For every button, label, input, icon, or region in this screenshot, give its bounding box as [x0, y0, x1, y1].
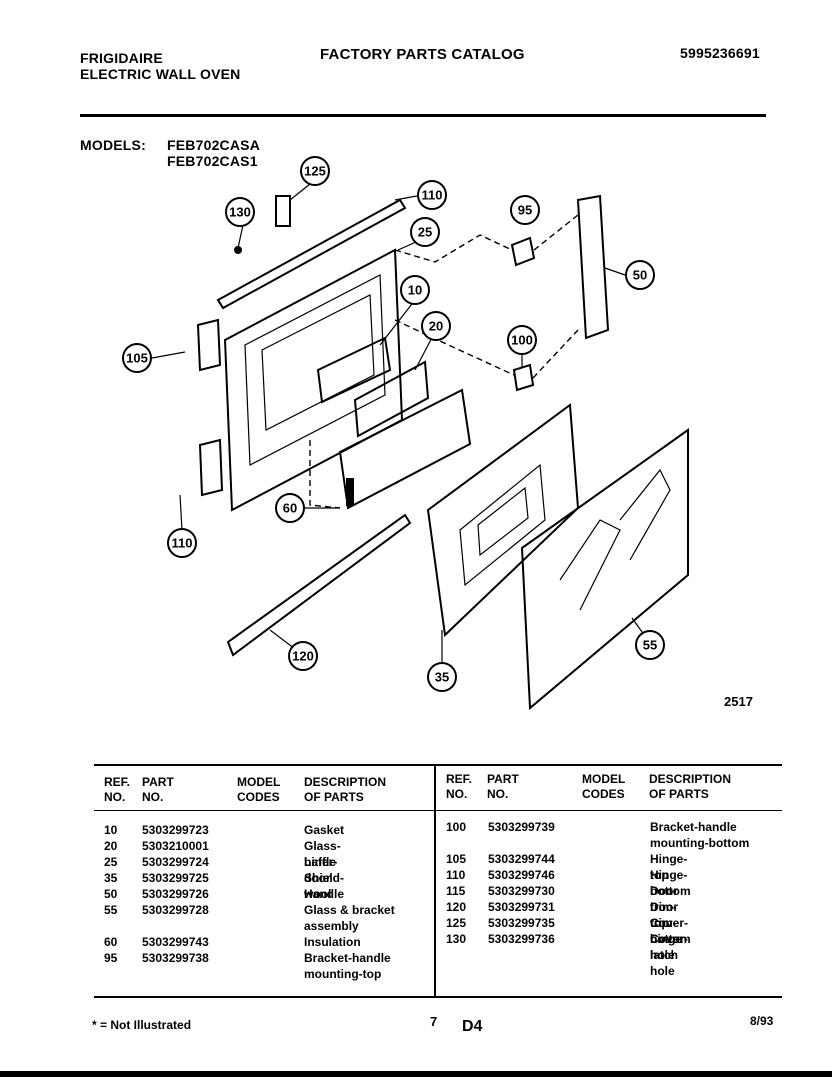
- glass-baffle-part: [353, 360, 430, 438]
- svg-text:60: 60: [283, 501, 297, 516]
- exploded-door-diagram: 125 110 130 95 25 10 50 105 100 20 60 11…: [122, 156, 689, 711]
- model-code-1: FEB702CASA: [167, 137, 261, 153]
- svg-text:35: 35: [435, 670, 449, 685]
- callout-100: 100: [507, 325, 537, 355]
- header-desc-left: DESCRIPTION OF PARTS: [304, 775, 387, 804]
- svg-text:95: 95: [518, 203, 532, 218]
- header-model-left: MODEL CODES: [237, 775, 281, 804]
- callout-60: 60: [275, 493, 305, 523]
- callout-130: 130: [225, 197, 255, 227]
- catalog-number: 5995236691: [680, 45, 760, 61]
- svg-text:100: 100: [511, 333, 533, 348]
- header-model-right: MODEL CODES: [582, 772, 626, 801]
- svg-text:25: 25: [418, 225, 432, 240]
- table-header-rule: [94, 810, 782, 811]
- svg-text:110: 110: [172, 536, 193, 551]
- svg-text:130: 130: [229, 205, 251, 220]
- header-rule: [80, 114, 766, 117]
- header-desc-right: DESCRIPTION OF PARTS: [649, 772, 732, 801]
- table-top-rule: [94, 764, 782, 766]
- brand-name: FRIGIDAIRE: [80, 50, 163, 66]
- section-code: D4: [462, 1018, 483, 1035]
- svg-text:110: 110: [422, 188, 443, 203]
- table-bottom-rule: [94, 996, 782, 998]
- hinge-bottom-part: [198, 438, 224, 497]
- catalog-title: FACTORY PARTS CATALOG: [320, 46, 525, 63]
- gasket-part: [316, 336, 392, 404]
- svg-text:120: 120: [292, 649, 314, 664]
- liner-door-part: [223, 248, 404, 512]
- callout-50-handle: 50: [625, 260, 655, 290]
- callout-10: 10: [400, 275, 430, 305]
- callout-125: 125: [300, 156, 330, 186]
- door-trim-top-part: [216, 198, 407, 310]
- svg-text:10: 10: [408, 283, 422, 298]
- product-name: ELECTRIC WALL OVEN: [80, 66, 241, 82]
- svg-text:50: 50: [633, 268, 647, 283]
- callout-95: 95: [510, 195, 540, 225]
- callout-35: 35: [427, 662, 457, 692]
- callout-110-bottom: 110: [167, 528, 197, 558]
- revision-date: 8/93: [750, 1014, 774, 1028]
- svg-text:55: 55: [643, 638, 657, 653]
- figure-number: 2517: [724, 694, 753, 709]
- insulation-part: [338, 388, 472, 510]
- shield-wool-part: [426, 403, 580, 638]
- cover-hinge-hole-part: [275, 195, 291, 227]
- header-part-left: PART NO.: [142, 775, 174, 804]
- bracket-top-part: [510, 236, 536, 267]
- model-code-2: FEB702CAS1: [167, 153, 258, 169]
- header-part-right: PART NO.: [487, 772, 519, 801]
- svg-text:20: 20: [429, 319, 443, 334]
- header-ref-left: REF. NO.: [104, 775, 131, 804]
- door-trim-bottom-part: [226, 513, 412, 657]
- scan-border-bottom: [0, 1071, 832, 1077]
- callout-20: 20: [421, 311, 451, 341]
- callout-55: 55: [635, 630, 665, 660]
- callout-120: 120: [288, 641, 318, 671]
- svg-text:125: 125: [304, 164, 326, 179]
- glass-bracket-assembly-part: [520, 428, 689, 711]
- page-number: 7: [430, 1014, 438, 1029]
- handle-part: [576, 194, 610, 340]
- table-center-divider: [434, 766, 436, 996]
- cover-latch-hole-part: [234, 246, 242, 254]
- callout-105: 105: [122, 343, 152, 373]
- svg-text:105: 105: [126, 351, 148, 366]
- callout-25: 25: [410, 217, 440, 247]
- callout-110-top: 110: [417, 180, 447, 210]
- hinge-top-part: [196, 318, 222, 372]
- models-label: MODELS:: [80, 137, 146, 153]
- header-ref-right: REF. NO.: [446, 772, 473, 801]
- footnote: * = Not Illustrated: [92, 1018, 192, 1032]
- bracket-bottom-part: [512, 363, 535, 392]
